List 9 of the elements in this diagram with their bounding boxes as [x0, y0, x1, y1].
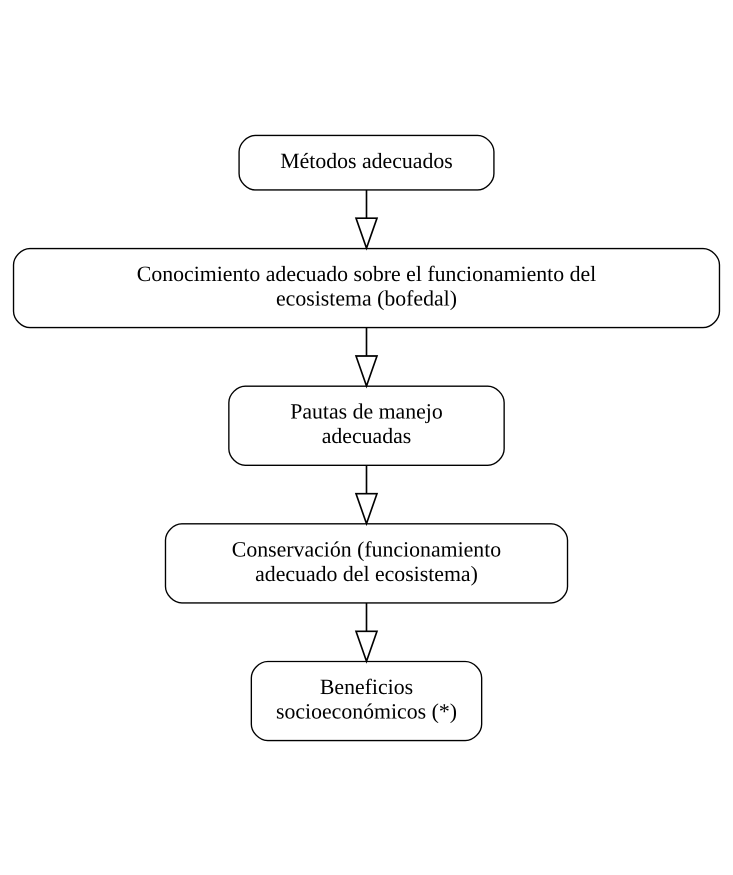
arrow: [354, 190, 378, 250]
node-box: Conocimiento adecuado sobre el funcionamiento del ecosistema (bofedal): [12, 247, 720, 328]
node-box: Conservación (funcionamiento adecuado del ecosistema): [164, 522, 568, 604]
node-box: Métodos adecuados: [238, 134, 495, 190]
node-box: Pautas de manejo adecuadas: [228, 385, 505, 466]
arrow: [354, 602, 378, 664]
node-box: Beneficios socioeconómicos (*): [250, 660, 482, 741]
arrow: [354, 327, 378, 388]
arrow: [354, 464, 378, 526]
